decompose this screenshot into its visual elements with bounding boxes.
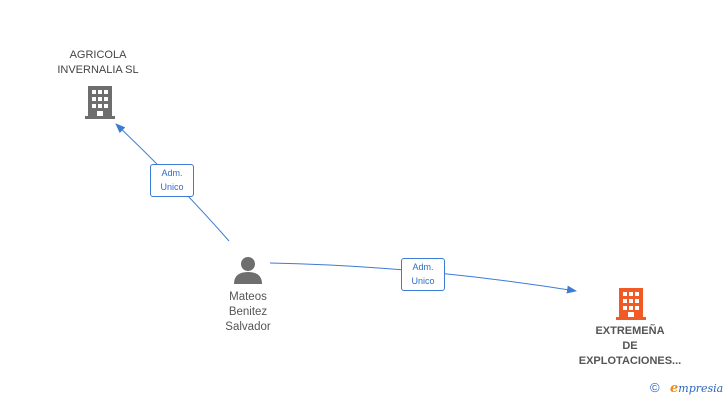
company-name-line: EXPLOTACIONES...: [578, 355, 682, 367]
person-node-label[interactable]: Mateos Benitez Salvador: [198, 290, 298, 335]
building-icon[interactable]: [85, 84, 117, 120]
person-name-line: Mateos: [229, 291, 267, 303]
company-name-line: INVERNALIA SL: [57, 64, 139, 76]
company-name-line: DE: [622, 340, 638, 352]
role-line: Adm.: [161, 168, 183, 178]
role-line: Unico: [160, 182, 184, 192]
edge-role-badge[interactable]: Adm. Unico: [150, 164, 194, 197]
person-name-line: Salvador: [225, 321, 271, 333]
edge-role-badge[interactable]: Adm. Unico: [401, 258, 445, 291]
company-name-line: EXTREMEÑA: [595, 325, 665, 337]
empresia-watermark: © empresia: [650, 380, 728, 398]
company-node-label-agricola[interactable]: AGRICOLA INVERNALIA SL: [38, 48, 158, 78]
copyright-icon: ©: [650, 380, 660, 395]
company-node-label-extremena[interactable]: EXTREMEÑA DE EXPLOTACIONES...: [560, 324, 700, 369]
company-name-line: AGRICOLA: [69, 49, 127, 61]
role-line: Adm.: [412, 262, 434, 272]
building-icon[interactable]: [616, 286, 646, 322]
person-name-line: Benitez: [228, 306, 268, 318]
role-line: Unico: [411, 276, 435, 286]
person-icon[interactable]: [233, 255, 263, 285]
brand-logo: empresia: [670, 381, 724, 396]
